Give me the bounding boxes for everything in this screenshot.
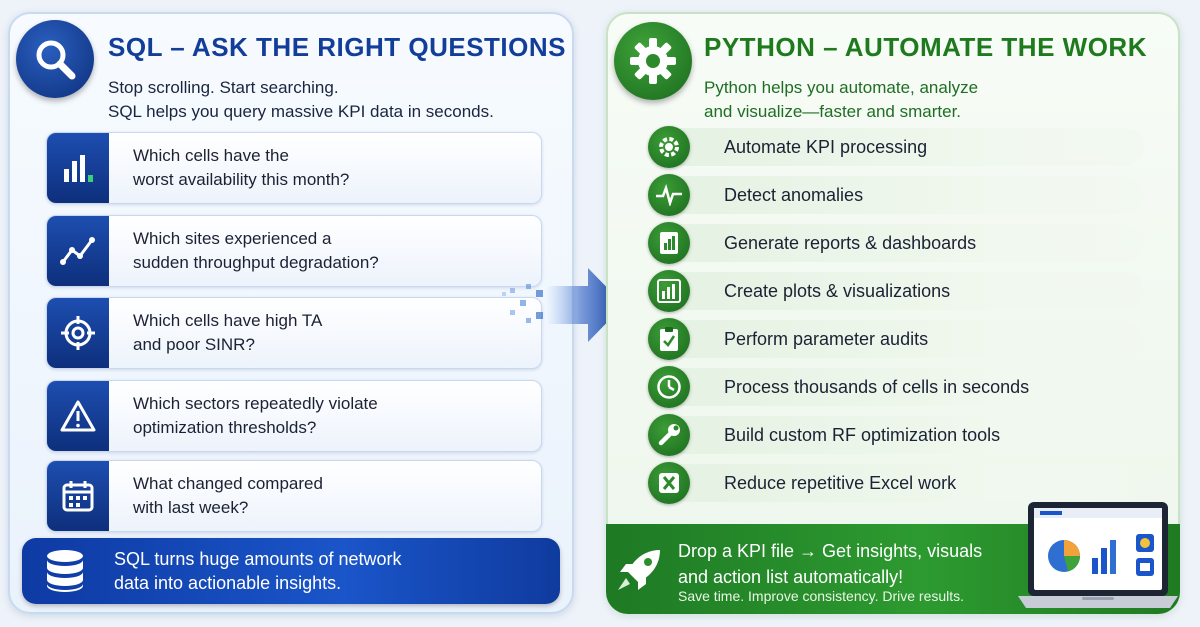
target-icon — [47, 298, 109, 368]
python-list-item: Perform parameter audits — [648, 318, 1144, 360]
question-line2: and poor SINR? — [133, 335, 255, 354]
pulse-icon — [648, 174, 690, 216]
bar-chart-icon — [47, 133, 109, 203]
question-text: Which sites experienced a sudden throughp… — [133, 227, 379, 275]
question-card: Which cells have high TA and poor SINR? — [46, 297, 542, 369]
sql-footer-banner: SQL turns huge amounts of network data i… — [22, 538, 560, 604]
python-title: PYTHON – AUTOMATE THE WORK — [704, 32, 1147, 62]
python-item-label: Build custom RF optimization tools — [724, 425, 1001, 445]
warning-icon — [47, 381, 109, 451]
question-text: Which cells have high TA and poor SINR? — [133, 309, 322, 357]
question-line1: Which sites experienced a — [133, 229, 332, 248]
python-footer-text: Drop a KPI file → Get insights, visuals … — [678, 538, 982, 590]
question-card: What changed compared with last week? — [46, 460, 542, 532]
sql-subtitle-line1: Stop scrolling. Start searching. — [108, 78, 339, 97]
clock-icon — [648, 366, 690, 408]
python-item-label: Perform parameter audits — [724, 329, 929, 349]
arrow-right-icon — [496, 260, 626, 350]
excel-icon — [648, 462, 690, 504]
database-icon — [40, 546, 90, 601]
python-subtitle: Python helps you automate, analyze and v… — [704, 76, 978, 124]
question-line1: Which sectors repeatedly violate — [133, 394, 378, 413]
python-panel: PYTHON – AUTOMATE THE WORK Python helps … — [606, 12, 1180, 614]
sql-panel: SQL – ASK THE RIGHT QUESTIONS Stop scrol… — [8, 12, 574, 614]
question-line2: worst availability this month? — [133, 170, 350, 189]
trend-line-icon — [47, 216, 109, 286]
python-list-item: Detect anomalies — [648, 174, 1144, 216]
python-list-item: Generate reports & dashboards — [648, 222, 1144, 264]
python-list-item: Create plots & visualizations — [648, 270, 1144, 312]
python-list-item: Build custom RF optimization tools — [648, 414, 1144, 456]
python-list-item: Reduce repetitive Excel work — [648, 462, 1144, 504]
python-item-label: Automate KPI processing — [724, 137, 928, 157]
sql-subtitle: Stop scrolling. Start searching. SQL hel… — [108, 76, 494, 124]
gear-icon — [648, 126, 690, 168]
python-footer-line2: and action list automatically! — [678, 567, 904, 587]
python-footer-tagline: Save time. Improve consistency. Drive re… — [678, 588, 965, 604]
question-line2: optimization thresholds? — [133, 418, 317, 437]
rocket-icon — [612, 544, 666, 603]
python-item-label: Detect anomalies — [724, 185, 864, 205]
laptop-dashboard-illustration — [1018, 500, 1178, 612]
sql-subtitle-line2: SQL helps you query massive KPI data in … — [108, 102, 494, 121]
python-item-label: Create plots & visualizations — [724, 281, 951, 301]
python-list-item: Process thousands of cells in seconds — [648, 366, 1144, 408]
question-line1: What changed compared — [133, 474, 323, 493]
gear-icon — [614, 22, 692, 100]
sql-footer-line2: data into actionable insights. — [114, 573, 342, 593]
question-line2: sudden throughput degradation? — [133, 253, 379, 272]
magnifier-icon — [16, 20, 94, 98]
python-subtitle-line2: and visualize—faster and smarter. — [704, 102, 962, 121]
python-list-item: Automate KPI processing — [648, 126, 1144, 168]
python-subtitle-line1: Python helps you automate, analyze — [704, 78, 979, 97]
question-text: Which sectors repeatedly violate optimiza… — [133, 392, 378, 440]
sql-title: SQL – ASK THE RIGHT QUESTIONS — [108, 32, 566, 62]
sql-footer-text: SQL turns huge amounts of network data i… — [114, 547, 402, 595]
python-item-label: Process thousands of cells in seconds — [724, 377, 1030, 397]
question-text: What changed compared with last week? — [133, 472, 323, 520]
question-card: Which sites experienced a sudden throughp… — [46, 215, 542, 287]
bar-chart-icon — [648, 270, 690, 312]
question-text: Which cells have the worst availability t… — [133, 144, 349, 192]
calendar-icon — [47, 461, 109, 531]
python-item-label: Reduce repetitive Excel work — [724, 473, 957, 493]
question-card: Which sectors repeatedly violate optimiza… — [46, 380, 542, 452]
sql-footer-line1: SQL turns huge amounts of network — [114, 549, 402, 569]
question-line1: Which cells have the — [133, 146, 289, 165]
python-footer-line1: Drop a KPI file → Get insights, visuals — [678, 541, 983, 561]
question-line2: with last week? — [133, 498, 249, 517]
report-icon — [648, 222, 690, 264]
question-card: Which cells have the worst availability t… — [46, 132, 542, 204]
clipboard-check-icon — [648, 318, 690, 360]
python-item-label: Generate reports & dashboards — [724, 233, 977, 253]
wrench-icon — [648, 414, 690, 456]
question-line1: Which cells have high TA — [133, 311, 323, 330]
